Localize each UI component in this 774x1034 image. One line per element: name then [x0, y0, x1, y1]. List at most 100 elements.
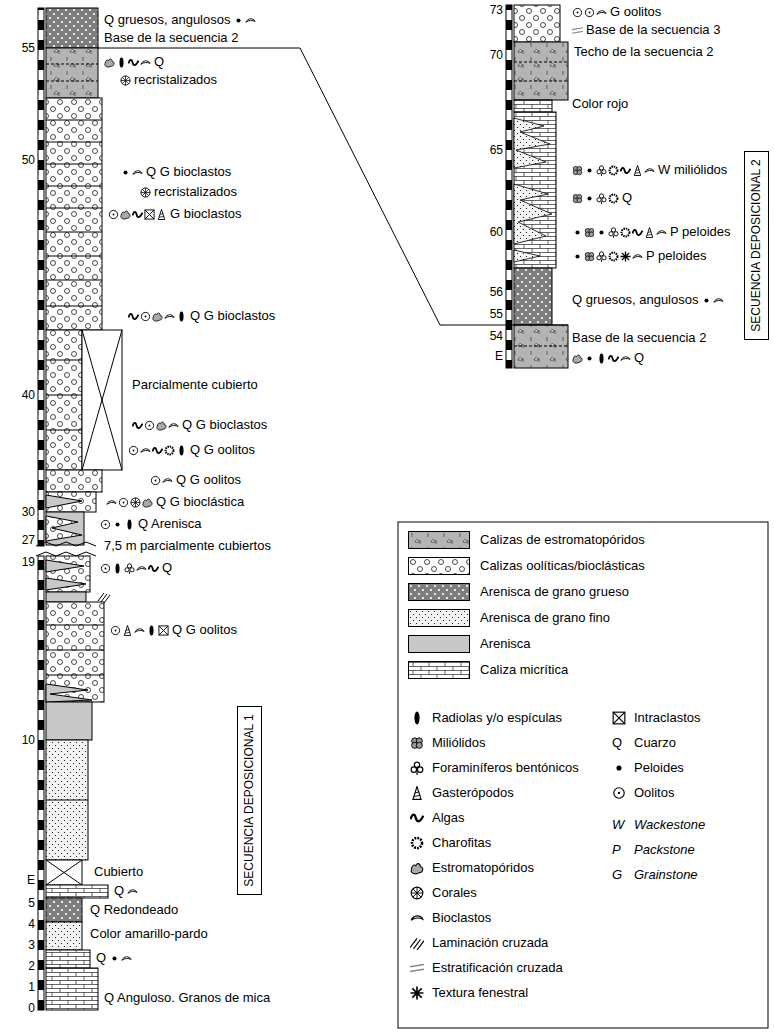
- fossil-symbol: [128, 57, 139, 68]
- label-row: Q: [104, 54, 164, 70]
- scale-number: 1: [28, 979, 35, 995]
- label-row: Miliólidos: [432, 735, 485, 751]
- label-row: Base de la secuencia 2: [104, 30, 238, 46]
- label-row: 55: [490, 306, 503, 322]
- fossil-symbol: [584, 251, 595, 262]
- fossil-symbol: [410, 711, 424, 725]
- fossil-symbol: [612, 786, 626, 800]
- legend-text: Caliza micrítica: [480, 662, 568, 678]
- legend-text: Grainstone: [634, 867, 698, 883]
- label-row: Q Arenisca: [100, 516, 202, 532]
- bed-label: Q G oolitos: [190, 442, 255, 458]
- legend-swatch: [408, 583, 470, 601]
- bed-label: W miliólidos: [658, 162, 727, 178]
- fossil-symbol: [410, 836, 424, 850]
- label-row: Wackestone: [634, 817, 705, 833]
- fossil-symbol: [150, 475, 161, 486]
- label-row: Grainstone: [634, 867, 698, 883]
- fossil-symbol: [620, 227, 631, 238]
- scale-number: E: [495, 348, 503, 364]
- label-row: Corales: [432, 885, 477, 901]
- label-row: P peloides: [572, 248, 706, 264]
- fossil-symbol: [156, 209, 167, 220]
- fossil-symbol: [584, 165, 595, 176]
- scale-number: 0: [28, 1000, 35, 1016]
- fossil-symbol: [410, 936, 424, 950]
- label-row: Q G oolitos: [128, 442, 255, 458]
- label-row: 40: [22, 387, 35, 403]
- label-row: Gasterópodos: [432, 785, 514, 801]
- fossil-symbol: [127, 886, 138, 897]
- label-row: Bioclastos: [432, 910, 491, 926]
- label-row: Q Anguloso. Granos de mica: [104, 990, 270, 1006]
- label-row: Q: [114, 883, 138, 899]
- fossil-symbol: [120, 209, 131, 220]
- fossil-symbol: [572, 7, 583, 18]
- label-row: Q G oolitos: [150, 472, 241, 488]
- fossil-symbol: [140, 57, 151, 68]
- fossil-symbol: [410, 786, 424, 800]
- fossil-symbol: [233, 15, 244, 26]
- bed-label: Color rojo: [572, 96, 628, 112]
- legend-text: Arenisca de grano fino: [480, 610, 610, 626]
- label-row: Oolitos: [634, 785, 674, 801]
- scale-number: 19: [22, 554, 35, 570]
- label-row: Base de la secuencia 2: [572, 330, 706, 346]
- scale-number: 50: [22, 152, 35, 168]
- legend-text: Foraminíferos bentónicos: [432, 760, 579, 776]
- scale-number: 65: [490, 142, 503, 158]
- legend-text: Bioclastos: [432, 910, 491, 926]
- legend-text: Textura fenestral: [432, 985, 528, 1001]
- fossil-symbol: [158, 625, 169, 636]
- label-row: Foraminíferos bentónicos: [432, 760, 579, 776]
- fossil-symbol: [120, 75, 131, 86]
- bed-label: Q: [114, 883, 124, 899]
- bed-label: P peloides: [670, 224, 730, 240]
- swatch-pattern: [409, 662, 469, 678]
- fossil-symbol: [152, 311, 163, 322]
- fossil-symbol: [572, 251, 583, 262]
- fossil-symbol: [584, 227, 595, 238]
- label-row: Charofitas: [432, 835, 491, 851]
- fossil-symbol: [176, 445, 187, 456]
- label-row: Arenisca de grano fino: [480, 610, 610, 626]
- label-row: 70: [490, 47, 503, 63]
- swatch-pattern: [409, 532, 469, 548]
- fossil-symbol: [245, 15, 256, 26]
- legend-text: Oolitos: [634, 785, 674, 801]
- label-row: E: [27, 872, 35, 888]
- label-row: Base de la secuencia 3: [572, 22, 720, 38]
- bed-label: Parcialmente cubierto: [132, 377, 258, 393]
- legend-text: Gasterópodos: [432, 785, 514, 801]
- label-row: E: [495, 348, 503, 364]
- fossil-symbol: [112, 563, 123, 574]
- label-row: 27: [22, 532, 35, 548]
- fossil-symbol: [410, 886, 424, 900]
- legend-text: Peloides: [634, 760, 684, 776]
- fossil-symbol: [168, 420, 179, 431]
- fossil-symbol: [410, 911, 424, 925]
- label-row: Caliza micrítica: [480, 662, 568, 678]
- bed-label: Q: [622, 190, 632, 206]
- label-row: 55: [22, 40, 35, 56]
- fossil-symbol: [140, 187, 151, 198]
- label-row: 0: [28, 1000, 35, 1016]
- fossil-symbol: [584, 353, 595, 364]
- fossil-symbol: [584, 7, 595, 18]
- fossil-symbol: [608, 165, 619, 176]
- scale-number: 60: [490, 224, 503, 240]
- bed-label: Q G oolitos: [176, 472, 241, 488]
- label-row: 5: [28, 895, 35, 911]
- bed-label: Color amarillo-pardo: [90, 926, 208, 942]
- label-row: 3: [28, 937, 35, 953]
- scale-number: 4: [28, 916, 35, 932]
- bed-label: Q G bioclastos: [146, 164, 231, 180]
- fossil-symbol: [128, 445, 139, 456]
- bed-label: recristalizados: [154, 184, 237, 200]
- sequence-box: SECUENCIA DEPOSICIONAL 2: [744, 151, 769, 340]
- fossil-symbol: [596, 165, 607, 176]
- fossil-symbol: [164, 445, 175, 456]
- bed-label: W: [612, 817, 624, 833]
- label-row: W miliólidos: [572, 162, 727, 178]
- fossil-symbol: [134, 625, 145, 636]
